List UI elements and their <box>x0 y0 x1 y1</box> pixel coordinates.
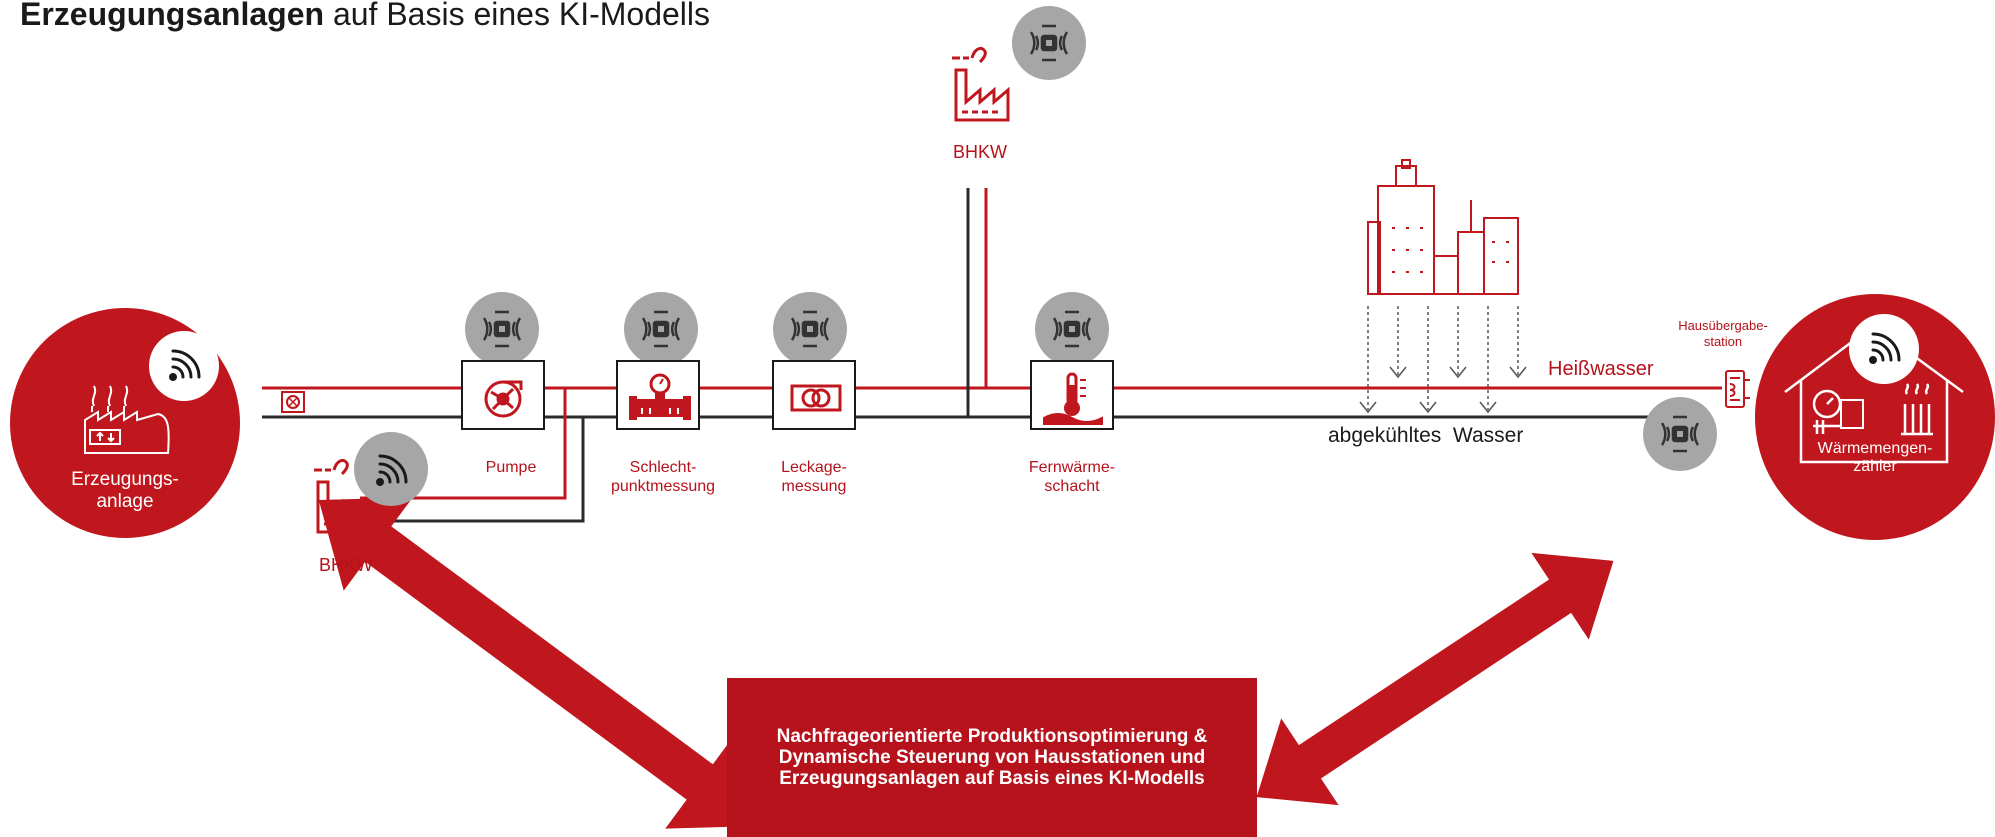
bhkw-left-pipes <box>360 388 585 523</box>
fernwaerme-node <box>1030 360 1114 430</box>
schlechtpunkt-node <box>616 360 700 430</box>
heat-meter-label-2: zähler <box>1853 458 1897 475</box>
sensor-icon <box>641 310 681 348</box>
heat-exchanger-icon <box>1725 370 1750 408</box>
wifi-icon <box>1869 332 1901 364</box>
fernwaerme-label-1: Fernwärme- <box>1028 459 1116 476</box>
sensor-pumpe <box>465 292 539 366</box>
schlechtpunkt-label-2: punktmessung <box>610 478 716 495</box>
sensor-icon <box>482 310 522 348</box>
generation-plant-label-2: anlage <box>96 491 154 512</box>
leckage-label-1: Leckage- <box>781 459 847 476</box>
pump-label: Pumpe <box>485 459 537 476</box>
hot-water-label: Heißwasser <box>1548 358 1654 380</box>
house-station-label-2: station <box>1703 334 1743 349</box>
flow-pump-icon <box>281 391 305 413</box>
sensor-house-station <box>1643 397 1717 471</box>
generation-plant-label-1: Erzeugungs- <box>71 469 179 490</box>
bhkw-top-factory-icon <box>952 46 1010 122</box>
bhkw-left-label: BHKW <box>319 555 373 575</box>
sensor-icon <box>1052 310 1092 348</box>
city-buildings-icon <box>1367 159 1519 295</box>
wifi-badge-right <box>1849 314 1919 384</box>
fernwaerme-label-2: schacht <box>1044 478 1100 495</box>
wifi-badge-left <box>149 331 219 401</box>
left-double-arrow <box>318 497 760 829</box>
sensor-icon <box>1029 24 1069 62</box>
sensor-bhkw-left <box>354 432 428 506</box>
pump-node <box>461 360 545 430</box>
pipe-sensor-icon <box>629 373 691 420</box>
thermometer-icon <box>1043 372 1103 425</box>
heat-meter-label-1: Wärmemengen- <box>1817 440 1933 457</box>
house-station-label-1: Hausübergabe- <box>1678 318 1768 333</box>
cooled-water-label: abgekühltes Wasser <box>1328 424 1524 447</box>
schlechtpunkt-label-1: Schlecht- <box>629 459 697 476</box>
sensor-fernwaerme <box>1035 292 1109 366</box>
title-bold: Erzeugungsanlagen <box>20 0 325 32</box>
right-double-arrow <box>1256 552 1614 806</box>
factory-icon <box>84 385 170 454</box>
leckage-node <box>772 360 856 430</box>
sensor-bhkw-top <box>1012 6 1086 80</box>
house-station-icon <box>1722 368 1752 410</box>
sensor-icon <box>1660 415 1700 453</box>
sensor-schlechtpunkt <box>624 292 698 366</box>
bhkw-top-label: BHKW <box>953 142 1007 162</box>
page-title: Erzeugungsanlagen auf Basis eines KI-Mod… <box>20 0 710 34</box>
consumption-arrows <box>1367 306 1519 410</box>
consumption-arrow-heads <box>1359 366 1527 414</box>
sensor-leckage <box>773 292 847 366</box>
leckage-label-2: messung <box>781 478 847 495</box>
leak-sensor-icon <box>790 384 842 412</box>
ki-optimization-banner: Nachfrageorientierte Produktionsoptimier… <box>727 678 1257 837</box>
wifi-icon <box>169 349 201 381</box>
title-rest: auf Basis eines KI-Modells <box>324 0 710 32</box>
wifi-icon <box>376 454 408 486</box>
sensor-icon <box>790 310 830 348</box>
pump-icon <box>484 380 523 418</box>
